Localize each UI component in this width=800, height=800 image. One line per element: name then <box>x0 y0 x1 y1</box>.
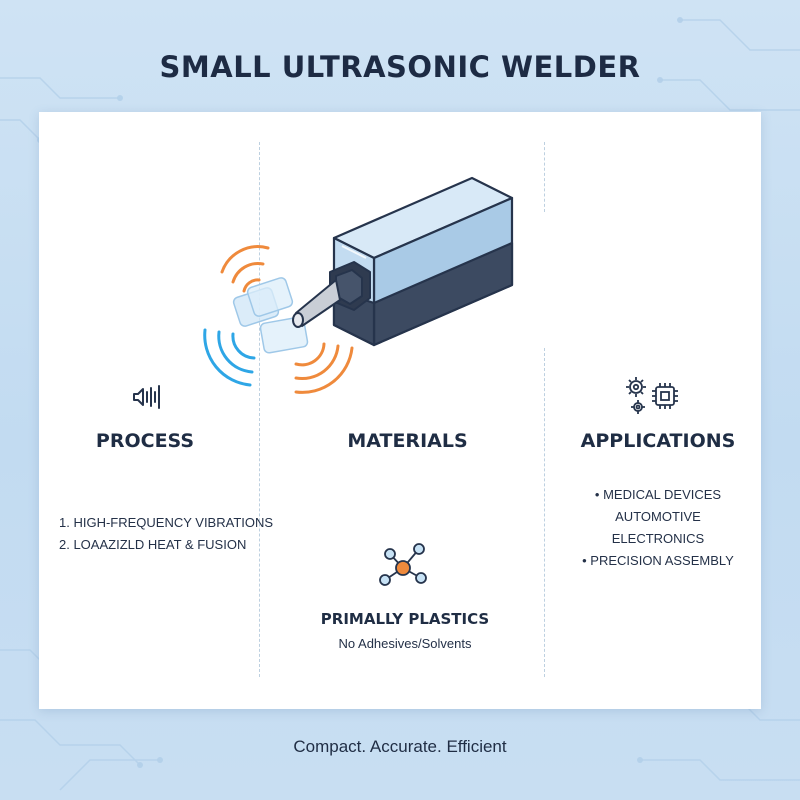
application-item: • PRECISION ASSEMBLY <box>582 553 734 568</box>
ultrasonic-waves-left <box>203 328 256 387</box>
applications-heading: APPLICATIONS <box>580 430 736 452</box>
materials-heading: MATERIALS <box>347 430 468 452</box>
application-item: ELECTRONICS <box>611 531 705 546</box>
molecule-icon <box>379 543 427 586</box>
column-divider-left <box>259 142 260 677</box>
applications-list: • MEDICAL DEVICES AUTOMOTIVE ELECTRONICS… <box>565 484 751 572</box>
sound-wave-icon <box>133 385 160 409</box>
process-heading: PROCESS <box>95 430 195 452</box>
application-item: AUTOMOTIVE <box>615 509 701 524</box>
column-divider-right-lower <box>544 348 545 677</box>
welder-body <box>332 176 514 347</box>
materials-primary: PRIMALLY PLASTICS <box>320 610 490 628</box>
column-divider-right <box>544 142 545 212</box>
application-item: • MEDICAL DEVICES <box>594 487 722 502</box>
page-title: SMALL ULTRASONIC WELDER <box>159 50 641 84</box>
gear-chip-icon <box>626 377 678 414</box>
ultrasonic-waves-upper <box>220 245 270 293</box>
welder-horn <box>292 261 371 328</box>
process-steps-list: 1. HIGH-FREQUENCY VIBRATIONS 2. LOAAZIZL… <box>59 512 273 556</box>
process-step: 1. HIGH-FREQUENCY VIBRATIONS <box>59 515 274 530</box>
ultrasonic-waves-lower <box>294 342 354 394</box>
process-step: 2. LOAAZIZLD HEAT & FUSION <box>59 537 247 552</box>
tagline: Compact. Accurate. Efficient <box>293 737 507 756</box>
materials-note: No Adhesives/Solvents <box>338 636 472 651</box>
